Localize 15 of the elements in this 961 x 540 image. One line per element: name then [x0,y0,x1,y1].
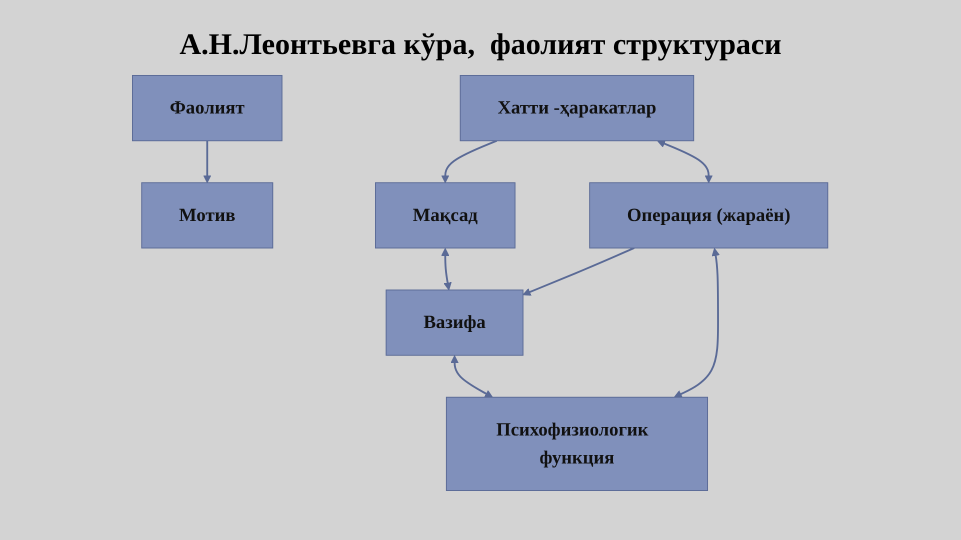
node-box: Фаолият [132,75,283,142]
node-box: Вазифа [386,290,524,356]
node-box: Мақсад [375,182,516,248]
arrow [674,248,720,398]
node-box: Психофизиологик функция [446,396,708,491]
arrow [523,247,635,296]
arrow [442,140,498,184]
diagram-title: А.Н.Леонтьевга кўра, фаолият структураси [178,28,783,62]
node-box: Мотив [142,182,274,248]
arrow [450,355,494,398]
arrow [658,140,714,184]
arrow [442,248,452,290]
node-box: Операция (жараён) [590,182,829,248]
node-box: Хатти -ҳаракатлар [460,75,695,142]
arrow [204,140,212,184]
